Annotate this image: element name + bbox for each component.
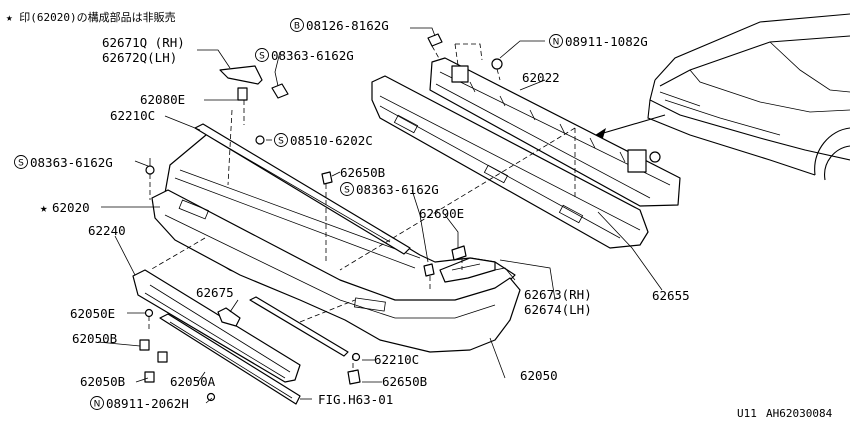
label-62650b-bottom: 62650B [382,374,427,389]
lower-strip [159,313,301,405]
label-08510: 08510-6202C [290,133,373,148]
circle-b-icon [290,18,304,32]
molding-62210c [194,123,411,255]
label-08126: 08126-8162G [306,18,389,33]
lower-valance-62240 [132,269,301,383]
label-62050e: 62050E [70,306,115,321]
label-08363-b: 08363-6162G [30,155,113,170]
label-62080e: 62080E [140,92,185,107]
label-62050a: 62050A [170,374,216,389]
fasteners [139,33,503,402]
n-symbol: N [94,400,101,410]
bumper-absorber-62655 [371,75,649,249]
label-62673: 62673(RH) [524,287,592,302]
label-62655: 62655 [652,288,690,303]
circle-s-icon [274,133,288,147]
label-08911-2062h: 08911-2062H [106,396,189,411]
circle-n-icon [549,34,563,48]
b-symbol: B [294,22,300,32]
label-62672q: 62672Q(LH) [102,50,177,65]
assembly-lines [148,43,576,372]
label-62050: 62050 [520,368,558,383]
label-62050b-a: 62050B [72,331,117,346]
label-62650b-top: 62650B [340,165,385,180]
label-62050b-b: 62050B [80,374,125,389]
car-front-illustration [647,13,850,181]
strip-62050a [249,296,349,357]
s-symbol: S [259,52,265,62]
bumper-fascia-62020 [151,129,521,353]
label-62210c-bottom: 62210C [374,352,419,367]
s-symbol: S [18,159,24,169]
bumper-reinforcement-62022 [429,57,681,207]
label-62020: 62020 [52,200,90,215]
side-bracket-62673 [439,257,496,283]
leader-lines [97,27,663,404]
circle-s-icon [340,182,354,196]
circle-s-icon [255,48,269,62]
header-note: ★ 印(62020)の構成部品は非販売 [6,10,176,24]
label-62022: 62022 [522,70,560,85]
label-62671q: 62671Q (RH) [102,35,185,50]
label-08363-a: 08363-6162G [271,48,354,63]
n-symbol: N [553,38,560,48]
circle-n-icon [90,396,104,410]
label-62690e: 62690E [419,206,464,221]
footer-code-left: U11 [737,407,757,420]
footer-code-right: AH62030084 [766,407,833,420]
label-62240: 62240 [88,223,126,238]
part-labels: 62671Q (RH) 62672Q(LH) B 08126-8162G N 0… [14,18,690,411]
bracket-62675 [217,307,241,327]
label-62675: 62675 [196,285,234,300]
star-icon: ★ [40,200,48,215]
label-62210c-top: 62210C [110,108,155,123]
s-symbol: S [278,137,284,147]
label-fig-h63-01: FIG.H63-01 [318,392,393,407]
s-symbol: S [344,186,350,196]
label-62674: 62674(LH) [524,302,592,317]
label-08363-c: 08363-6162G [356,182,439,197]
label-08911-1082g: 08911-1082G [565,34,648,49]
location-arrow [592,114,666,138]
circle-s-icon [14,155,28,169]
